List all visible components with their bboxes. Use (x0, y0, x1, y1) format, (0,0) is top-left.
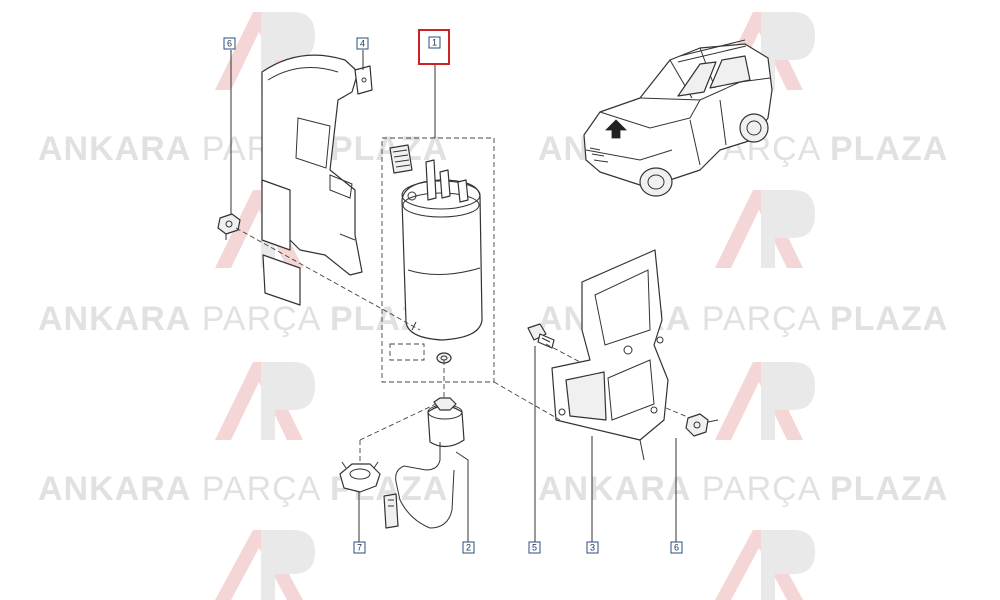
ap-logo-icon (215, 530, 315, 600)
callout-label: 6 (674, 543, 679, 553)
svg-text:ANKARA PARÇA PLAZA: ANKARA PARÇA PLAZA (538, 470, 948, 508)
svg-text:ANKARA PARÇA PLAZA: ANKARA PARÇA PLAZA (38, 130, 448, 168)
callout-label: 6 (227, 39, 232, 49)
heat-shield-part (261, 54, 373, 306)
wm-ankara: ANKARA (38, 130, 191, 168)
callout-label: 2 (466, 543, 471, 553)
mounting-bracket-part (551, 249, 669, 461)
assembly-lines (235, 227, 691, 462)
callout-label: 1 (432, 38, 437, 48)
callout-7[interactable]: 7 (353, 541, 366, 554)
fuel-filter-part (381, 137, 495, 383)
callout-5[interactable]: 5 (528, 541, 541, 554)
watermark-layer: ANKARA PARÇA PLAZA ANKARA PARÇA PLAZA AN… (38, 12, 948, 600)
callout-leaders (230, 50, 677, 542)
callout-3[interactable]: 3 (586, 541, 599, 554)
location-arrow-icon (605, 119, 627, 139)
svg-text:ANKARA PARÇA PLAZA: ANKARA PARÇA PLAZA (38, 300, 448, 338)
callout-6-bottom[interactable]: 6 (670, 541, 683, 554)
water-sensor-part (383, 397, 465, 529)
watermark-text-row: ANKARA PARÇA PLAZA ANKARA PARÇA PLAZA AN… (38, 130, 948, 508)
ap-logo-icon (215, 362, 315, 440)
ap-logo-icon (715, 362, 815, 440)
nut-right-part (685, 413, 719, 437)
vehicle-illustration (583, 39, 773, 197)
callout-1-highlighted[interactable]: 1 (418, 29, 450, 65)
nut-left-part (217, 213, 241, 240)
sensor-nut-part (339, 461, 381, 493)
callout-label: 4 (360, 39, 365, 49)
instruction-leaflet-icon (389, 144, 413, 174)
bolt-part (527, 323, 555, 349)
ap-logo-icon (715, 190, 815, 268)
callout-label: 5 (532, 543, 537, 553)
callout-6-top[interactable]: 6 (223, 37, 236, 50)
callout-2[interactable]: 2 (462, 541, 475, 554)
callout-label: 7 (357, 543, 362, 553)
highlight-frame (418, 29, 450, 65)
callout-label: 3 (590, 543, 595, 553)
filter-kit-outline (381, 137, 495, 383)
callout-4[interactable]: 4 (356, 37, 369, 50)
ap-logo-icon (715, 530, 815, 600)
